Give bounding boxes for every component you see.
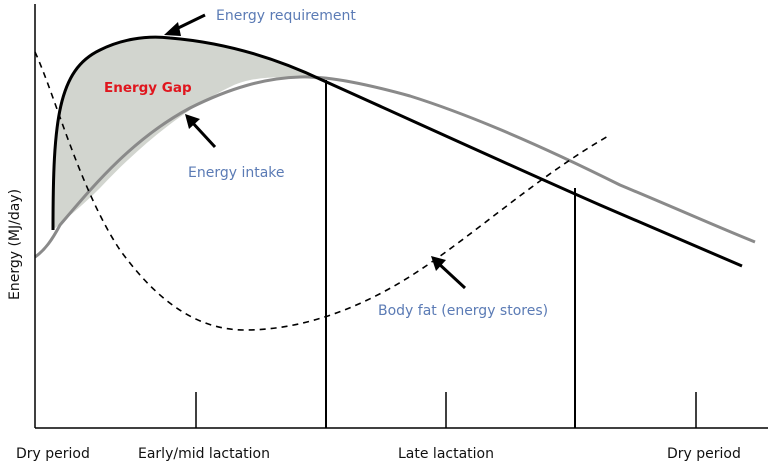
label-energy-requirement: Energy requirement	[216, 8, 356, 24]
energy-requirement-curve	[51, 35, 743, 268]
label-energy-intake: Energy intake	[188, 165, 285, 181]
period-label-late: Late lactation	[398, 446, 494, 462]
energy-gap-area	[53, 37, 322, 231]
label-body-fat: Body fat (energy stores)	[378, 303, 548, 319]
period-label-dry-start: Dry period	[16, 446, 90, 462]
arrow-energy-intake	[185, 114, 217, 149]
energy-intake-curve	[34, 75, 756, 259]
y-axis-title: Energy (MJ/day)	[7, 189, 23, 300]
label-energy-gap: Energy Gap	[104, 80, 192, 96]
arrow-body-fat	[431, 256, 467, 290]
period-label-early-mid: Early/mid lactation	[138, 446, 270, 462]
arrow-energy-requirement	[164, 13, 206, 36]
body-fat-curve	[34, 51, 611, 331]
period-label-dry-end: Dry period	[667, 446, 741, 462]
